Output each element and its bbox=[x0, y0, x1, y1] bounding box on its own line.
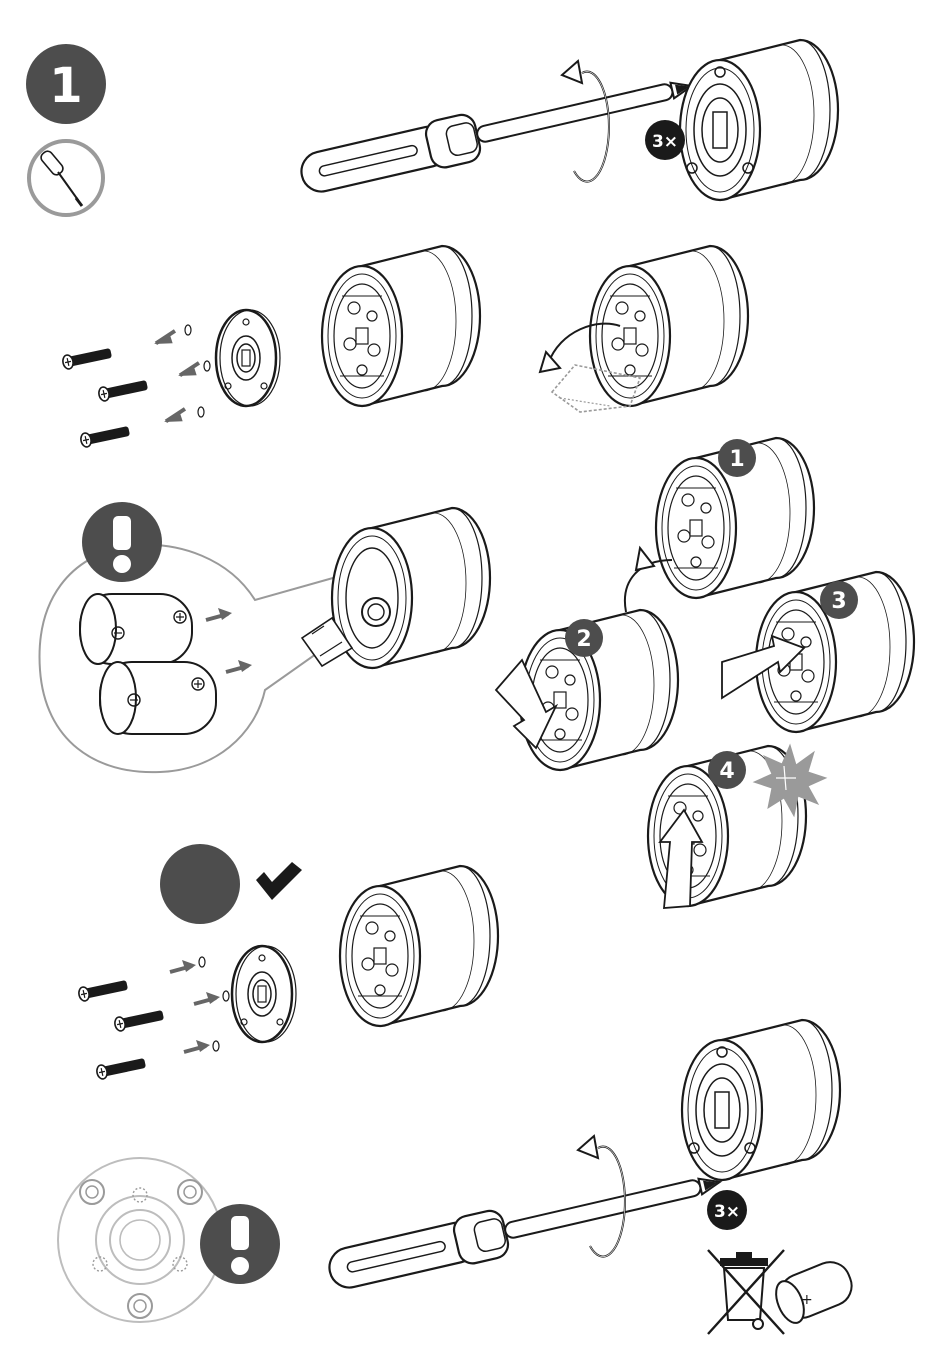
substep-badge-4: 4 bbox=[708, 751, 746, 789]
substep-2-label: 2 bbox=[576, 627, 591, 652]
insert-screws bbox=[78, 978, 165, 1080]
substep-1-label: 1 bbox=[729, 447, 744, 472]
mounting-flange-removed bbox=[216, 310, 280, 406]
screwdriver-top bbox=[297, 63, 698, 200]
battery-icon: + bbox=[771, 1256, 858, 1327]
lock-cylinder-closed-top bbox=[680, 40, 838, 200]
battery-icon-1 bbox=[80, 594, 192, 664]
screw-count-badge-top: 3× bbox=[645, 120, 685, 160]
flange-hole-detail bbox=[58, 1158, 222, 1322]
warning-icon-flange bbox=[200, 1204, 280, 1284]
screw-count-badge-bottom: 3× bbox=[707, 1190, 747, 1230]
substep-badge-2: 2 bbox=[565, 619, 603, 657]
lock-cylinder-open-1 bbox=[322, 246, 480, 406]
screwdriver-tool-icon bbox=[29, 141, 103, 215]
insert-arrows bbox=[170, 960, 220, 1052]
insert-washers bbox=[199, 957, 229, 1051]
check-icon bbox=[256, 862, 302, 900]
done-badge bbox=[160, 844, 240, 924]
screw-count-bottom: 3× bbox=[714, 1202, 740, 1222]
warning-icon-battery bbox=[82, 502, 162, 582]
substep-4-label: 4 bbox=[719, 759, 734, 784]
removed-screws bbox=[62, 346, 149, 448]
lock-cylinder-reassembled bbox=[340, 866, 498, 1026]
mounting-flange-reinstall bbox=[232, 946, 296, 1042]
substep-3-label: 3 bbox=[831, 589, 846, 614]
substep-badge-3: 3 bbox=[820, 581, 858, 619]
weee-no-trash-icon bbox=[708, 1250, 784, 1334]
screw-count-top: 3× bbox=[652, 132, 678, 152]
battery-callout-bubble bbox=[40, 545, 350, 772]
step-number: 1 bbox=[49, 58, 82, 114]
substep-badge-1: 1 bbox=[718, 439, 756, 477]
step-number-badge: 1 bbox=[26, 44, 106, 124]
battery-plus-label: + bbox=[801, 1292, 813, 1308]
battery-icon-2 bbox=[100, 662, 216, 734]
lock-cylinder-closed-bottom bbox=[682, 1020, 840, 1180]
rotation-arrow-bottom bbox=[578, 1136, 625, 1257]
removal-arrows bbox=[152, 331, 202, 427]
screwdriver-bottom bbox=[325, 1159, 726, 1296]
lock-cylinder-cover-removal bbox=[590, 246, 748, 406]
